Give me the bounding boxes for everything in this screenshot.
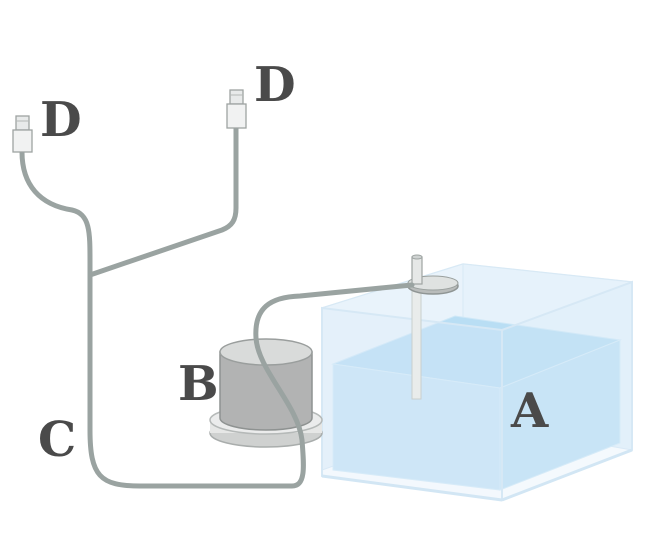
probe-stem-cap	[411, 254, 423, 260]
label-d-left: D	[40, 92, 82, 148]
water-front-face	[332, 363, 501, 491]
label-d-right: D	[254, 57, 296, 113]
canister-top	[219, 338, 313, 366]
canister-b	[209, 338, 323, 448]
probe-tube	[411, 284, 422, 400]
tube-main	[19, 149, 415, 489]
label-c: C	[38, 412, 76, 468]
tank-a	[321, 254, 633, 502]
connector-left-cap	[15, 115, 30, 131]
tank-bottom-edge	[321, 474, 503, 502]
tank-bottom-right-edge	[501, 448, 633, 502]
label-a: A	[510, 383, 549, 439]
connector-right-cap	[229, 89, 244, 105]
connector-d-left	[12, 115, 33, 153]
connector-left-body	[12, 129, 33, 153]
label-b: B	[178, 356, 219, 412]
tube-branch	[87, 125, 239, 278]
connector-d-right	[226, 89, 247, 129]
tubing-c	[19, 125, 415, 489]
probe-stem	[411, 256, 423, 285]
connector-right-body	[226, 103, 247, 129]
